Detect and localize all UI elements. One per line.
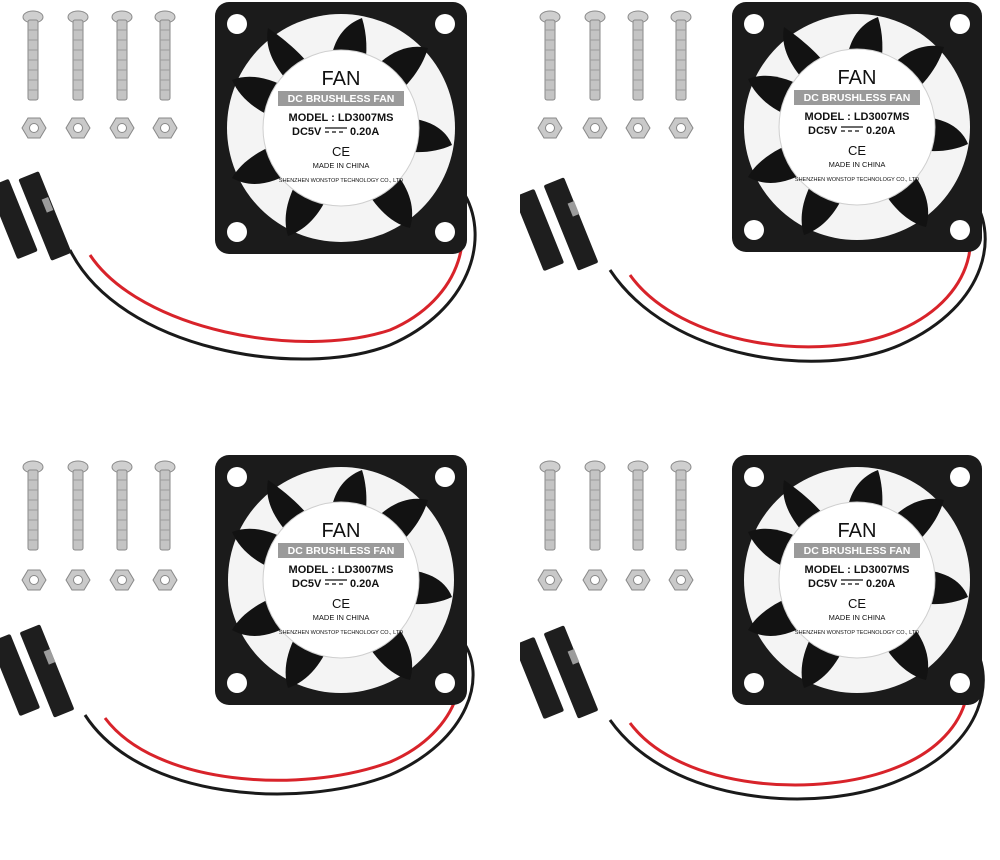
fan-label-voltage: DC5V — [292, 578, 322, 590]
fan-label-band — [278, 91, 404, 106]
hex-nut-icon — [625, 569, 651, 591]
screw-icon — [670, 10, 692, 101]
fan-label-current: 0.20A — [350, 126, 379, 138]
screw-icon — [154, 10, 176, 101]
fan-label-model: MODEL : LD3007MS — [289, 564, 394, 576]
fan-kit-illustration: FAN DC BRUSHLESS FAN MODEL : LD3007MS DC… — [520, 455, 985, 801]
fan-label-voltage: DC5V — [808, 578, 838, 590]
fan-label-cert: CE — [332, 144, 350, 159]
fan-label-title: FAN — [838, 67, 877, 89]
screw-icon — [627, 460, 649, 551]
fan-label-maker: SHENZHEN WONSTOP TECHNOLOGY CO., LTD — [279, 178, 403, 184]
fan-label-model: MODEL : LD3007MS — [289, 112, 394, 124]
fan-label-current: 0.20A — [350, 578, 379, 590]
fan-label-band — [794, 90, 920, 105]
hex-nut-icon — [582, 569, 608, 591]
fan-label-maker: SHENZHEN WONSTOP TECHNOLOGY CO., LTD — [279, 630, 403, 636]
fan-label-band — [794, 543, 920, 558]
fan-label-cert: CE — [848, 596, 866, 611]
fan-label-model: MODEL : LD3007MS — [805, 564, 910, 576]
fan-label-current: 0.20A — [866, 125, 895, 137]
dupont-connector-icon — [0, 171, 72, 261]
fan-label-origin: MADE IN CHINA — [829, 160, 886, 169]
screw-icon — [539, 460, 561, 551]
hex-nut-icon — [109, 117, 135, 139]
fan-label-title: FAN — [322, 68, 361, 90]
fan-label-voltage: DC5V — [808, 125, 838, 137]
fan-label-title: FAN — [838, 520, 877, 542]
screw-icon — [154, 460, 176, 551]
fan-label-maker: SHENZHEN WONSTOP TECHNOLOGY CO., LTD — [795, 630, 919, 636]
dc-symbol-icon — [841, 579, 863, 585]
fan-label-voltage: DC5V — [292, 126, 322, 138]
hex-nut-icon — [537, 569, 563, 591]
hex-nut-icon — [109, 569, 135, 591]
fan-kit-top-left: FAN DC BRUSHLESS FAN MODEL : LD3007MS DC… — [0, 0, 500, 410]
fan-label-band-text: DC BRUSHLESS FAN — [804, 545, 911, 557]
fan-kit-bottom-right: FAN DC BRUSHLESS FAN MODEL : LD3007MS DC… — [520, 450, 1000, 860]
hex-nut-icon — [65, 569, 91, 591]
dc-symbol-icon — [841, 126, 863, 132]
fan-kit-top-right: FAN DC BRUSHLESS FAN MODEL : LD3007MS DC… — [520, 0, 1000, 410]
fan-label-origin: MADE IN CHINA — [829, 613, 886, 622]
hex-nut-icon — [668, 117, 694, 139]
screw-icon — [670, 460, 692, 551]
fan-label-origin: MADE IN CHINA — [313, 161, 370, 170]
fan-kit-illustration: FAN DC BRUSHLESS FAN MODEL : LD3007MS DC… — [0, 455, 475, 796]
fan-label-cert: CE — [848, 143, 866, 158]
fan-icon: FAN DC BRUSHLESS FAN MODEL : LD3007MS DC… — [732, 455, 982, 705]
hex-nut-icon — [625, 117, 651, 139]
screw-icon — [584, 10, 606, 101]
fan-label-maker: SHENZHEN WONSTOP TECHNOLOGY CO., LTD — [795, 177, 919, 183]
product-photo: FAN DC BRUSHLESS FAN MODEL : LD3007MS DC… — [0, 0, 1000, 801]
hex-nut-icon — [152, 117, 178, 139]
fan-label-cert: CE — [332, 596, 350, 611]
fan-label-band-text: DC BRUSHLESS FAN — [288, 545, 395, 557]
dupont-connector-icon — [0, 624, 74, 718]
fan-kit-illustration: FAN DC BRUSHLESS FAN MODEL : LD3007MS DC… — [520, 2, 987, 363]
hex-nut-icon — [21, 569, 47, 591]
hex-nut-icon — [582, 117, 608, 139]
hex-nut-icon — [21, 117, 47, 139]
hex-nut-icon — [152, 569, 178, 591]
fan-label-band-text: DC BRUSHLESS FAN — [288, 93, 395, 105]
dupont-connector-icon — [520, 625, 598, 719]
dupont-connector-icon — [520, 177, 598, 271]
fan-label-title: FAN — [322, 520, 361, 542]
screw-icon — [22, 460, 44, 551]
dc-symbol-icon — [325, 579, 347, 585]
screw-icon — [584, 460, 606, 551]
fan-label-origin: MADE IN CHINA — [313, 613, 370, 622]
screw-icon — [22, 10, 44, 101]
fan-label-current: 0.20A — [866, 578, 895, 590]
fan-label-band-text: DC BRUSHLESS FAN — [804, 92, 911, 104]
screw-icon — [111, 460, 133, 551]
dc-symbol-icon — [325, 127, 347, 133]
hex-nut-icon — [65, 117, 91, 139]
fan-kit-illustration: FAN DC BRUSHLESS FAN MODEL : LD3007MS DC… — [0, 2, 477, 361]
screw-icon — [111, 10, 133, 101]
screw-icon — [627, 10, 649, 101]
screw-icon — [67, 460, 89, 551]
screw-icon — [539, 10, 561, 101]
fan-kit-bottom-left: FAN DC BRUSHLESS FAN MODEL : LD3007MS DC… — [0, 450, 500, 860]
fan-icon: FAN DC BRUSHLESS FAN MODEL : LD3007MS DC… — [732, 2, 982, 252]
fan-label-band — [278, 543, 404, 558]
fan-icon: FAN DC BRUSHLESS FAN MODEL : LD3007MS DC… — [215, 455, 467, 705]
screw-icon — [67, 10, 89, 101]
hex-nut-icon — [537, 117, 563, 139]
fan-icon: FAN DC BRUSHLESS FAN MODEL : LD3007MS DC… — [215, 2, 467, 254]
fan-label-model: MODEL : LD3007MS — [805, 111, 910, 123]
hex-nut-icon — [668, 569, 694, 591]
